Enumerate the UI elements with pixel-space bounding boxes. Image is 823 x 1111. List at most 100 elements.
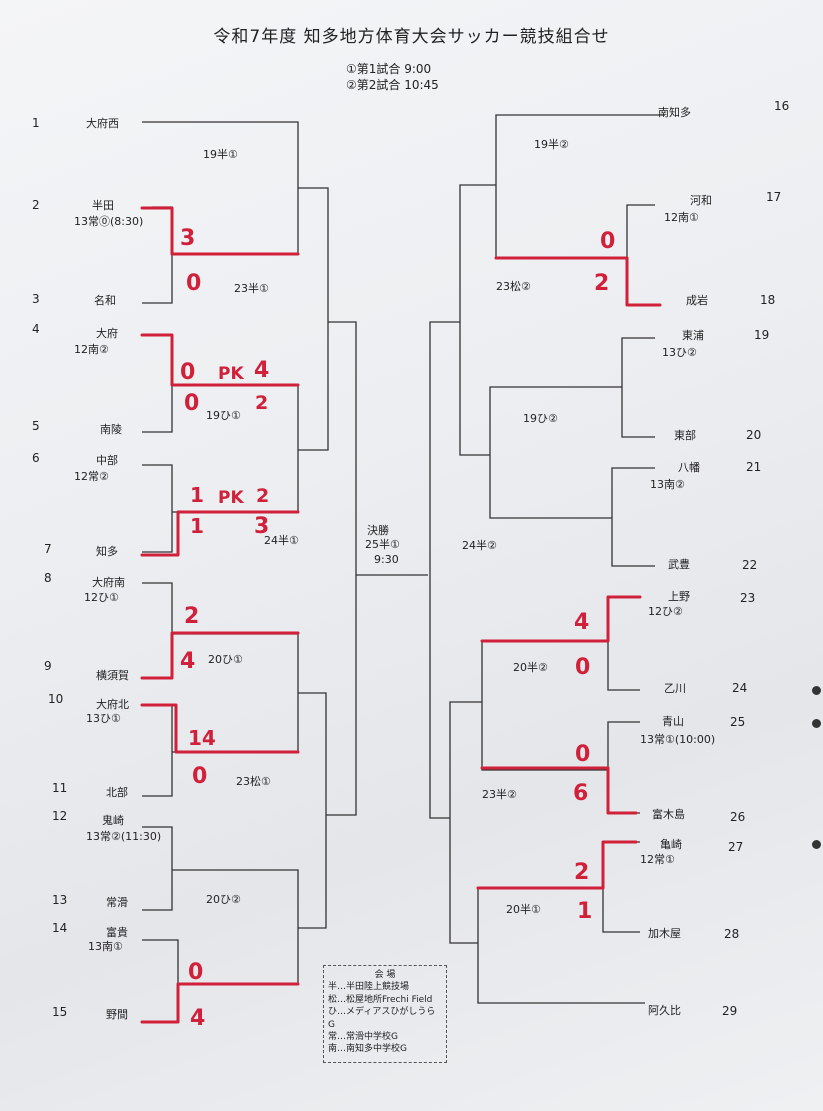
team-tag: 13ひ② [662,346,697,359]
winner-highlight [140,510,300,557]
bracket-line [142,826,173,911]
bracket-line [495,114,665,259]
bracket-line [611,467,655,567]
team-name: 名和 [94,293,116,307]
team-number: 29 [722,1004,737,1018]
bracket-line [602,841,640,933]
team-name: 加木屋 [648,927,681,940]
team-number: 6 [32,451,40,465]
bracket-line [607,596,640,691]
score: 0 [600,229,615,254]
match-venue: 23松② [496,279,531,293]
team-name: 河和 [690,194,712,207]
scores: 3 0 0 PK 4 0 2 1 PK 2 1 3 2 4 14 0 0 4 0… [180,226,615,1031]
left-teams: 1 大府西 2 半田 13常⓪(8:30) 3 名和 4 大府 12南② 5 南… [32,116,161,1021]
score: 2 [594,271,609,296]
team-name: 横須賀 [96,668,129,682]
team-name: 阿久比 [648,1004,681,1017]
score: 1 [577,899,592,924]
score: 4 [574,610,589,635]
team-tag: 13ひ① [86,712,121,725]
match-venue: 20ひ① [208,653,243,666]
bracket-line [142,334,173,433]
match-venue: 20半① [506,902,541,916]
team-number: 1 [32,116,40,130]
team-name: 上野 [668,590,690,603]
venue-line: ひ…メディアスひがしうらG [328,1007,436,1030]
pin-hole [812,686,821,695]
team-number: 16 [774,99,789,113]
score: 6 [573,781,588,806]
team-number: 17 [766,190,781,204]
team-name: 成岩 [686,293,708,307]
team-name: 大府 [96,326,118,340]
score: 2 [574,860,589,885]
bracket-line [298,187,329,451]
team-name: 知多 [96,544,118,558]
team-tag: 12南① [664,211,699,224]
final-label: 決勝 [367,523,389,537]
match-venue: 19半② [534,137,569,151]
match-venue: 20半② [513,660,548,674]
bracket-line [429,321,460,819]
page-title: 令和7年度 知多地方体育大会サッカー競技組合せ [213,27,610,47]
team-name: 武豊 [668,558,690,571]
venue-legend-heading: 会 場 [374,970,396,980]
venue-line: 半…半田陸上競技場 [328,982,410,993]
winner-highlight [140,703,300,754]
score: 4 [254,358,269,383]
match-venue: 19ひ② [523,412,558,425]
team-number: 10 [48,692,63,706]
team-number: 7 [44,542,52,556]
team-number: 12 [52,809,67,823]
score-pk-label: PK [218,364,244,384]
score-pk-label: PK [218,488,244,508]
team-number: 23 [740,591,755,605]
bracket-line [298,692,327,929]
score: 1 [190,514,204,538]
team-number: 25 [730,715,745,729]
score: 14 [188,726,216,750]
team-name: 中部 [96,453,118,467]
team-tag: 12常② [74,470,109,483]
venue-line: 南…南知多中学校G [328,1044,407,1055]
bracket-line [142,582,173,679]
team-name: 鬼崎 [102,813,124,827]
team-name: 半田 [92,198,114,212]
bracket-line [142,464,173,553]
team-tag: 13常①(10:00) [640,733,715,746]
winner-highlight [625,256,662,307]
match-venue: 23松① [236,774,271,788]
team-number: 24 [732,681,747,695]
bracket-line [142,939,179,1023]
winner-highlight [140,982,300,1024]
team-name: 常滑 [106,896,128,909]
team-name: 南知多 [658,105,691,119]
match-venue: 19半① [203,147,238,161]
team-number: 3 [32,292,40,306]
venue-line: 松…松屋地所Frechi Field [328,994,433,1005]
team-number: 28 [724,927,739,941]
team-number: 2 [32,198,40,212]
score: 4 [190,1006,205,1031]
bracket-line [142,206,173,304]
team-tag: 13常②(11:30) [86,830,161,843]
winner-highlight [480,595,642,643]
team-name: 富貴 [106,925,128,939]
right-teams: 南知多 16 河和 12南① 17 成岩 18 東浦 13ひ② 19 東部 20… [640,99,789,1018]
bracket-line [489,386,622,519]
bracket-line [459,184,496,456]
bracket-line [142,704,173,797]
team-number: 18 [760,293,775,307]
team-tag: 13南② [650,478,685,491]
score: 4 [180,649,195,674]
team-name: 大府北 [96,697,129,711]
match-venue: 20ひ② [206,893,241,906]
winner-highlight [140,333,300,387]
team-tag: 12南② [74,343,109,356]
match-venue: 24半② [462,538,497,552]
schedule-second: ②第2試合 10:45 [346,78,439,92]
team-name: 野間 [106,1008,128,1021]
